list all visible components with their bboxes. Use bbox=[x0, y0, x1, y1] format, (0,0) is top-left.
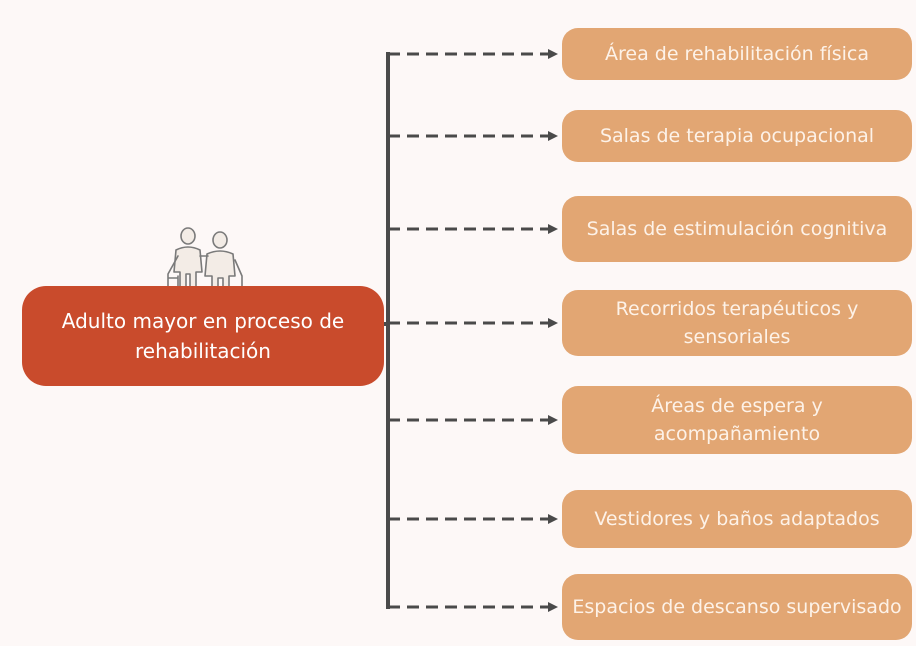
branch-node-label: Áreas de espera y acompañamiento bbox=[651, 395, 823, 445]
branch-node-espacios-descanso: Espacios de descanso supervisado bbox=[562, 574, 912, 640]
branch-node-vestidores-banos: Vestidores y baños adaptados bbox=[562, 490, 912, 548]
branch-node-label: Salas de terapia ocupacional bbox=[599, 125, 875, 147]
branch-node-terapia-ocupacional: Salas de terapia ocupacional bbox=[562, 110, 912, 162]
branch-node-label: Área de rehabilitación física bbox=[605, 43, 869, 65]
branch-node-label: Salas de estimulación cognitiva bbox=[586, 218, 888, 240]
root-node-label: Adulto mayor en proceso de rehabilitació… bbox=[61, 309, 345, 363]
branch-node-areas-espera: Áreas de espera y acompañamiento bbox=[562, 386, 912, 454]
branch-node-label: Espacios de descanso supervisado bbox=[572, 596, 902, 618]
branch-node-label: Recorridos terapéuticos y sensoriales bbox=[615, 298, 859, 348]
branch-node-label: Vestidores y baños adaptados bbox=[594, 508, 880, 530]
branch-node-recorridos-terapeuticos: Recorridos terapéuticos y sensoriales bbox=[562, 290, 912, 356]
branch-node-estimulacion-cognitiva: Salas de estimulación cognitiva bbox=[562, 196, 912, 262]
root-node: Adulto mayor en proceso de rehabilitació… bbox=[22, 286, 384, 386]
branch-node-rehabilitacion-fisica: Área de rehabilitación física bbox=[562, 28, 912, 80]
elderly-couple-icon bbox=[160, 226, 252, 296]
